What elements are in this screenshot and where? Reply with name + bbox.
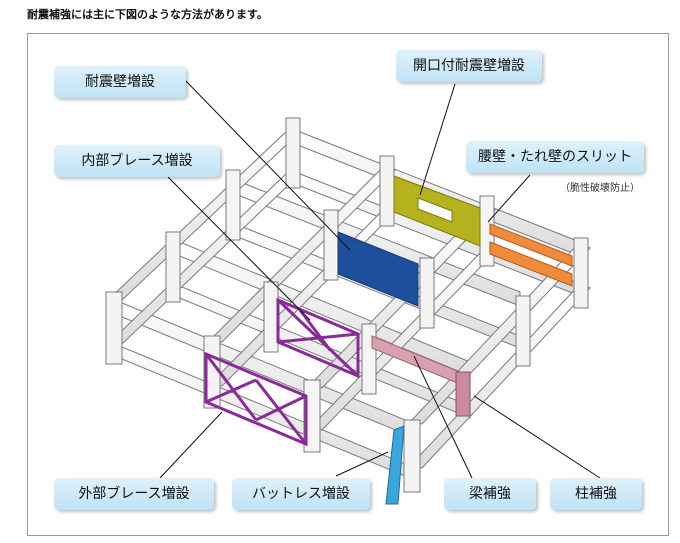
label-shear-wall: 耐震壁増設	[54, 66, 186, 98]
column	[361, 323, 377, 395]
label-buttress: バットレス増設	[232, 478, 370, 510]
label-inner-brace: 内部ブレース増設	[54, 145, 220, 177]
column	[105, 291, 123, 365]
label-slit: 腰壁・たれ壁のスリット	[466, 141, 644, 173]
inner-brace-frame	[276, 297, 360, 379]
column-reinforcement	[455, 371, 471, 417]
column	[165, 231, 181, 303]
opening-shear-wall-panel	[393, 175, 481, 247]
page-heading: 耐震補強には主に下図のような方法があります。	[27, 8, 268, 21]
column	[573, 237, 589, 309]
column	[263, 281, 279, 353]
slit-note: （脆性破壊防止）	[560, 183, 640, 194]
label-outer-brace: 外部ブレース増設	[54, 478, 214, 510]
column	[303, 379, 321, 453]
slit-walls	[489, 223, 573, 287]
column	[323, 209, 339, 281]
column	[515, 295, 531, 367]
outer-brace-frame	[204, 351, 308, 447]
buttress-panel	[385, 425, 405, 505]
leader-lines	[159, 79, 601, 479]
label-beam-reinforcement: 梁補強	[444, 478, 536, 510]
column	[379, 155, 395, 227]
label-opening-shear-wall: 開口付耐震壁増設	[396, 50, 542, 82]
label-column-reinforcement: 柱補強	[550, 478, 642, 510]
column	[419, 257, 435, 329]
column	[285, 117, 301, 189]
column	[225, 169, 241, 241]
shear-wall-panel	[337, 231, 419, 307]
column	[403, 419, 421, 493]
